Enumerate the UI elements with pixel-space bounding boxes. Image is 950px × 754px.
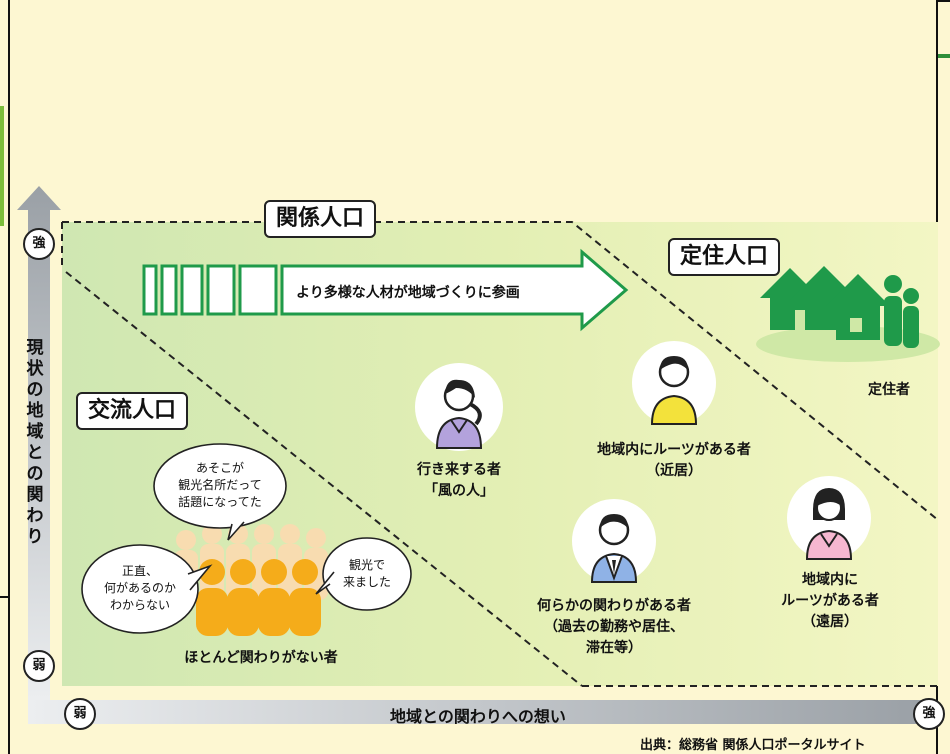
kaze-line-2: 「風の人」 (424, 483, 494, 499)
koryu-boundary (65, 271, 583, 687)
bubble-left-line-1: 正直、 (121, 564, 158, 578)
vertical-strong-label: 強 (23, 228, 55, 260)
enkyo-label: 地域内に ルーツがある者 （遠居） (760, 570, 900, 633)
kinkyo-line-1: 地域内にルーツがある者 (597, 442, 751, 458)
frame-left-border (8, 0, 10, 754)
person-kaze-icon (415, 363, 503, 451)
horizontal-axis-bar (28, 700, 928, 724)
bubble-left-text: 正直、 何があるのか わからない (88, 563, 192, 614)
hotondo-label: ほとんど関わりがない者 (184, 650, 338, 666)
bubble-top-line-2: 観光名所だって (178, 478, 262, 492)
enkyo-line-2: ルーツがある者 (781, 593, 879, 609)
bubble-top-line-1: あそこが (195, 461, 244, 475)
kako-label: 何らかの関わりがある者 （過去の勤務や居住、 滞在等） (512, 596, 716, 659)
teiju-title: 定住人口 (668, 238, 781, 276)
enkyo-line-1: 地域内に (802, 572, 858, 588)
bubble-top-text: あそこが 観光名所だって 話題になってた (160, 460, 280, 511)
participation-arrow (142, 248, 629, 332)
kankei-title: 関係人口 (264, 200, 377, 238)
horizontal-weak-label: 弱 (64, 698, 96, 730)
kinkyo-label: 地域内にルーツがある者 （近居） (568, 440, 780, 482)
person-enkyo-icon (787, 476, 871, 560)
arrow-label: より多様な人材が地域づくりに参画 (296, 285, 520, 301)
kako-line-3: 滞在等） (586, 640, 642, 656)
person-kako-icon (572, 499, 656, 583)
kankei-boundary-top (62, 221, 939, 521)
enkyo-line-3: （遠居） (802, 614, 858, 630)
kako-line-1: 何らかの関わりがある者 (537, 598, 691, 614)
frame-top-border (938, 0, 950, 2)
vertical-axis-arrow (17, 186, 61, 700)
teijusha-label: 定住者 (868, 382, 910, 398)
bubble-left-line-3: わからない (109, 598, 170, 612)
bubble-right-line-2: 来ました (342, 575, 391, 589)
horizontal-strong-label: 強 (913, 698, 945, 730)
frame-green-edge-right (938, 54, 950, 58)
koryu-title: 交流人口 (76, 392, 189, 430)
kaze-label: 行き来する者 「風の人」 (392, 460, 526, 502)
bubble-right-line-1: 観光で (348, 558, 385, 572)
speech-bubbles (81, 443, 412, 634)
kako-line-2: （過去の勤務や居住、 (544, 619, 684, 635)
person-kinkyo-icon (632, 341, 716, 425)
kinkyo-line-2: （近居） (646, 463, 702, 479)
frame-tick (0, 596, 10, 598)
bubble-right-text: 観光で 来ました (331, 557, 403, 591)
kaze-line-1: 行き来する者 (417, 462, 501, 478)
source-caption: 出典：総務省 関係人口ポータルサイト (640, 738, 866, 753)
vertical-axis-label: 現状の地域との関わり (26, 338, 44, 547)
vertical-weak-label: 弱 (23, 650, 55, 682)
house-icon (756, 266, 940, 362)
frame-green-edge (0, 106, 4, 226)
horizontal-axis-label: 地域との関わりへの想い (390, 707, 566, 726)
bubble-left-line-2: 何があるのか (103, 581, 176, 595)
bubble-top-line-3: 話題になってた (178, 495, 262, 509)
